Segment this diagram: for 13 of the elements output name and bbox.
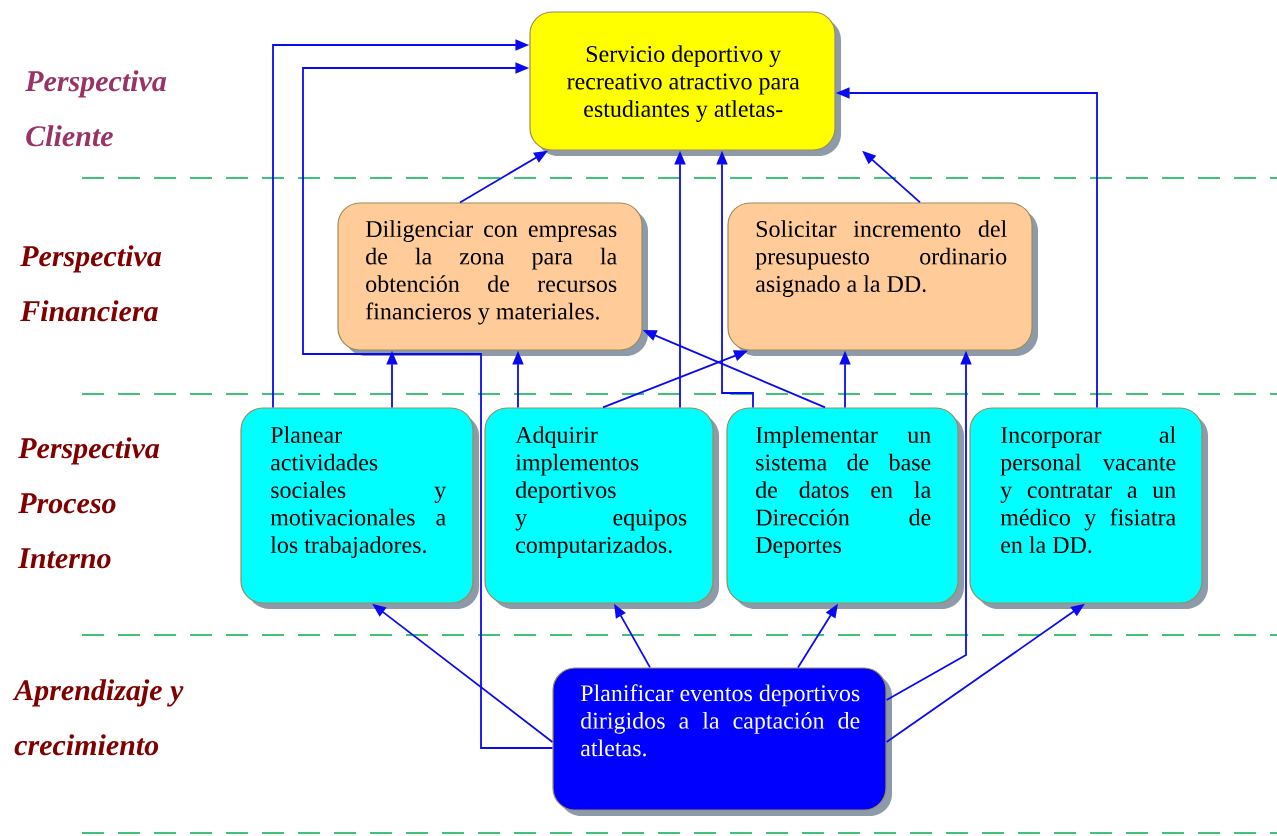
perspective-label: Perspectiva Proceso Interno [17, 437, 160, 569]
process-box: Incorporar al personal vacante y contratar a un médico y fisiatra en la DD. [969, 407, 1208, 609]
process-box: Adquirir implementos deportivos y equipos computarizados. [484, 407, 719, 609]
process-box: Diligenciar con empresas de la zona para la obtención de recursos financieros y materiales. [337, 202, 648, 356]
perspective-label: Perspectiva Cliente [25, 70, 167, 147]
process-box: Planear actividades sociales y motivacionales a los trabajadores. [240, 407, 479, 609]
perspective-label: Aprendizaje y crecimiento [12, 679, 184, 756]
process-box: Implementar un sistema de base de datos en la Dirección de Deportes [726, 407, 964, 609]
arrow [302, 62, 554, 749]
process-box: Planificar eventos deportivos dirigidos a la captación de atletas. [552, 667, 892, 816]
process-box: Servicio deportivo y recreativo atractivo para estudiantes y atletas- [529, 11, 841, 156]
perspective-label: Perspectiva Financiera [20, 245, 162, 322]
process-box: Solicitar incremento del presupuesto ordinario asignado a la DD. [727, 202, 1038, 356]
